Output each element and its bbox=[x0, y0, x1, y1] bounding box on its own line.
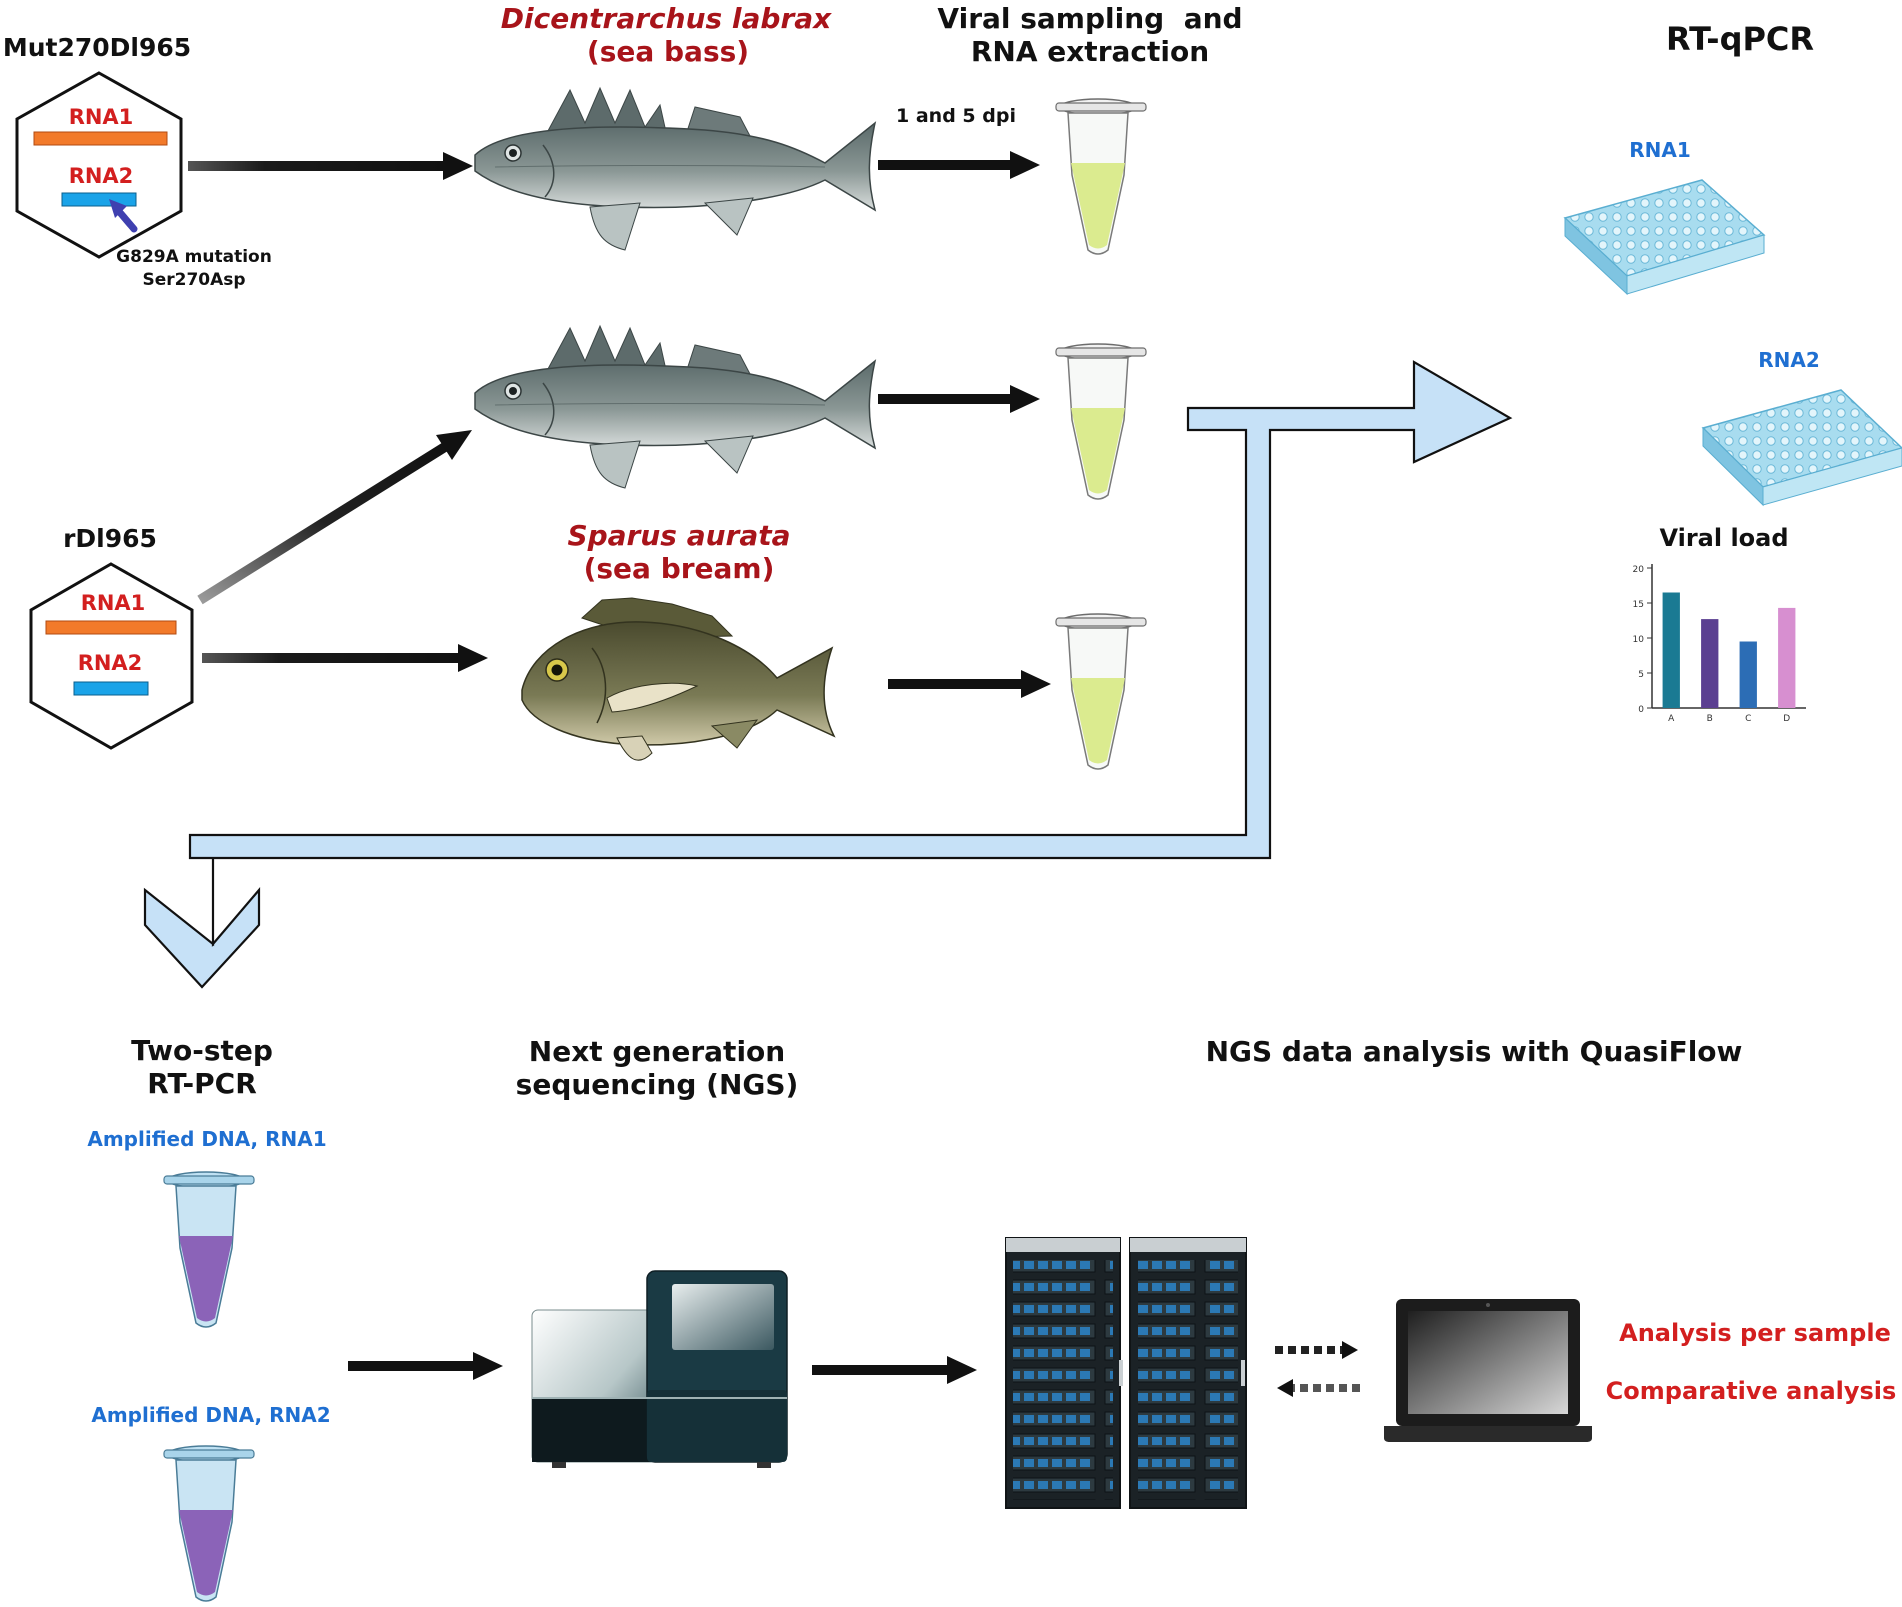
arrow-wildtype-to-sea-bass bbox=[197, 430, 472, 605]
mutation-label-line2: Ser270Asp bbox=[142, 270, 245, 290]
arrow-sea-bass-to-tube-1 bbox=[878, 151, 1040, 179]
sampling-title-line2: RNA extraction bbox=[971, 35, 1209, 68]
mutation-label-line1: G829A mutation bbox=[116, 247, 272, 267]
rtpcr-title-line2: RT-PCR bbox=[147, 1067, 257, 1100]
sample-tube-2 bbox=[1055, 343, 1147, 500]
sequencer-machine-icon bbox=[531, 1270, 788, 1468]
amplified-dna-rna1-label: Amplified DNA, RNA1 bbox=[87, 1127, 326, 1151]
mutation-pointer-arrow bbox=[109, 199, 138, 233]
arrow-sea-bass-to-tube-2 bbox=[878, 385, 1040, 413]
timepoints-label: 1 and 5 dpi bbox=[896, 105, 1016, 127]
sampling-title-line1: Viral sampling and bbox=[937, 2, 1242, 35]
chart-y-tick-label-4: 20 bbox=[1633, 565, 1645, 575]
chart-bar-B bbox=[1701, 619, 1719, 708]
ngs-title-line1: Next generation bbox=[529, 1035, 785, 1068]
chart-x-tick-label-A: A bbox=[1668, 714, 1675, 724]
viral-load-title: Viral load bbox=[1659, 524, 1788, 552]
mutant-rna2-bar bbox=[61, 192, 137, 207]
sea-bass-latin-name: Dicentrarchus labrax bbox=[501, 2, 832, 35]
chart-x-tick-label-C: C bbox=[1745, 714, 1751, 724]
wildtype-rna2-label: RNA2 bbox=[78, 651, 143, 675]
chart-bar-A bbox=[1662, 592, 1680, 708]
sea-bream-common-name: (sea bream) bbox=[584, 552, 775, 585]
arrow-wildtype-to-sea-bream bbox=[202, 644, 488, 672]
arrow-mutant-to-sea-bass bbox=[188, 152, 473, 180]
chart-y-tick-label-0: 0 bbox=[1638, 705, 1644, 715]
wildtype-rna2-bar bbox=[73, 681, 149, 696]
chart-y-tick-label-1: 5 bbox=[1638, 670, 1644, 680]
chart-bar-D bbox=[1778, 607, 1796, 708]
analysis-per-sample-label: Analysis per sample bbox=[1619, 1319, 1891, 1347]
chart-bar-C bbox=[1739, 641, 1757, 708]
wildtype-virus-label: rDl965 bbox=[63, 524, 157, 553]
server-rack-icon bbox=[1005, 1237, 1247, 1509]
laptop-icon bbox=[1384, 1299, 1592, 1442]
qpcr-plate-rna1 bbox=[1563, 179, 1766, 296]
analysis-title: NGS data analysis with QuasiFlow bbox=[1206, 1035, 1743, 1068]
sea-bass-common-name: (sea bass) bbox=[587, 35, 749, 68]
sample-tube-1 bbox=[1055, 98, 1147, 255]
dashed-arrow-laptop-to-servers bbox=[1277, 1379, 1360, 1397]
mutant-rna2-label: RNA2 bbox=[69, 164, 134, 188]
amplified-dna-tube-rna1 bbox=[163, 1171, 255, 1328]
chart-x-tick-label-B: B bbox=[1707, 714, 1713, 724]
ngs-title-line2: sequencing (NGS) bbox=[516, 1068, 799, 1101]
plate-rna2-label: RNA2 bbox=[1758, 348, 1820, 372]
mutant-virus-label: Mut270Dl965 bbox=[3, 33, 191, 62]
sea-bass-fish-2 bbox=[474, 324, 877, 489]
flow-arrow-to-rtqpcr-and-rtpcr bbox=[143, 360, 1513, 989]
rtpcr-title-line1: Two-step bbox=[131, 1034, 273, 1067]
mutant-virus-hexagon bbox=[15, 71, 183, 259]
amplified-dna-rna2-label: Amplified DNA, RNA2 bbox=[91, 1403, 330, 1427]
sea-bream-latin-name: Sparus aurata bbox=[567, 519, 790, 552]
arrow-sea-bream-to-tube-3 bbox=[888, 670, 1051, 698]
mutant-rna1-bar bbox=[33, 131, 168, 146]
sea-bream-fish bbox=[521, 597, 836, 761]
sea-bass-fish-1 bbox=[474, 86, 877, 251]
viral-load-chart: 0 5 10 15 20A B C D bbox=[1633, 564, 1806, 724]
sample-tube-3 bbox=[1055, 613, 1147, 770]
qpcr-plate-rna2 bbox=[1701, 389, 1902, 507]
wildtype-virus-hexagon bbox=[29, 562, 194, 750]
dashed-arrow-servers-to-laptop bbox=[1275, 1341, 1358, 1359]
chart-y-tick-label-2: 10 bbox=[1633, 635, 1645, 645]
wildtype-rna1-label: RNA1 bbox=[81, 591, 146, 615]
wildtype-rna1-bar bbox=[45, 620, 177, 635]
rtqpcr-title: RT-qPCR bbox=[1666, 20, 1814, 58]
chart-x-tick-label-D: D bbox=[1783, 714, 1790, 724]
comparative-analysis-label: Comparative analysis bbox=[1606, 1377, 1897, 1405]
arrow-rtpcr-to-sequencer bbox=[348, 1352, 503, 1380]
mutant-rna1-label: RNA1 bbox=[69, 105, 134, 129]
chart-y-tick-label-3: 15 bbox=[1633, 600, 1644, 610]
amplified-dna-tube-rna2 bbox=[163, 1445, 255, 1602]
arrow-sequencer-to-servers bbox=[812, 1356, 977, 1384]
plate-rna1-label: RNA1 bbox=[1629, 138, 1691, 162]
